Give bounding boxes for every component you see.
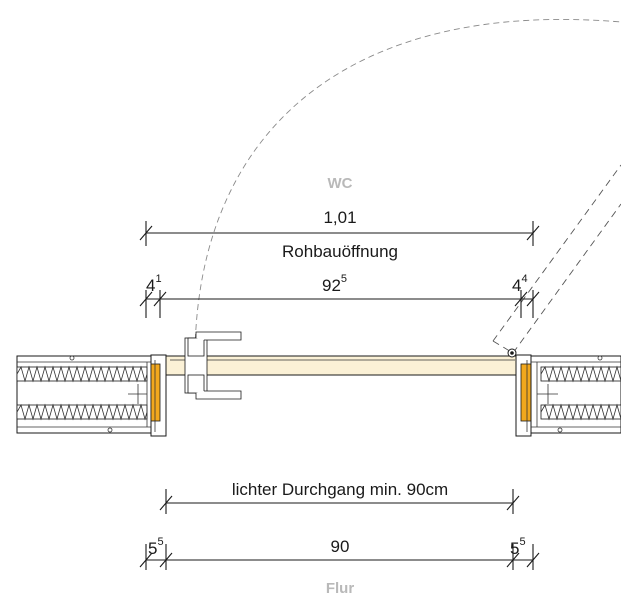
- dim-left-reveal: 41: [146, 273, 162, 295]
- dim-right-frame: 55: [510, 536, 526, 558]
- room-label-flur: Flur: [326, 580, 354, 597]
- dim-right-reveal: 44: [512, 273, 528, 295]
- dim-clear-passage: [159, 489, 520, 514]
- room-label-wc: WC: [328, 175, 353, 192]
- right-wall: [530, 355, 621, 434]
- dim-left-frame: 55: [148, 536, 164, 558]
- dim-frame-inner-value: 925: [322, 273, 347, 295]
- dim-clear-width-value: 90: [331, 537, 350, 556]
- right-door-frame: [515, 354, 532, 437]
- right-frame-seal: [520, 363, 532, 422]
- dim-frame-inner: [139, 290, 540, 318]
- dim-clear-width: [139, 544, 540, 570]
- left-wall: [16, 355, 152, 434]
- door-handle-icon: [184, 331, 242, 400]
- left-frame-seal: [150, 363, 161, 422]
- open-leaf-outline: [492, 164, 621, 354]
- left-door-frame: [150, 354, 167, 437]
- dim-rough-opening-label: Rohbauöffnung: [282, 242, 398, 261]
- door-swing-arc: [194, 18, 621, 351]
- dim-rough-opening: [139, 221, 540, 246]
- dim-clear-passage-label: lichter Durchgang min. 90cm: [232, 480, 448, 499]
- door-leaf: [165, 355, 520, 376]
- dim-rough-opening-value: 1,01: [323, 208, 356, 227]
